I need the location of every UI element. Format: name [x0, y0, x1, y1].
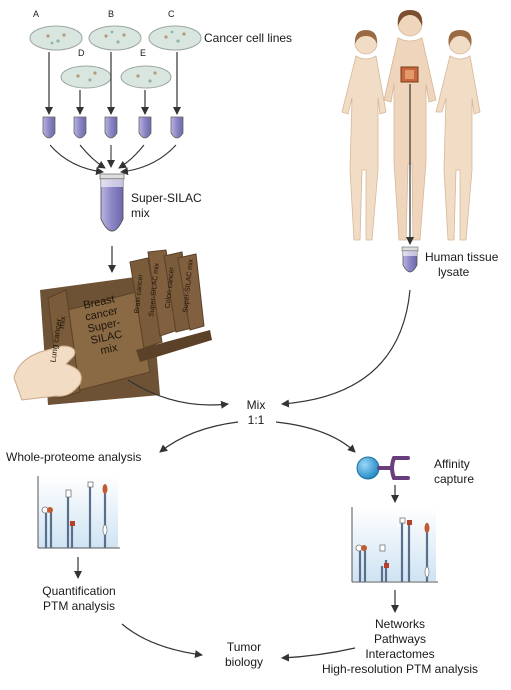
- quantification-label: Quantification: [42, 584, 116, 598]
- tissue-sample-inner: [405, 70, 414, 79]
- mix-arrows: [127, 289, 411, 453]
- affinity-label-line1: Affinity: [434, 457, 470, 471]
- cell-line-label-e: E: [140, 48, 147, 58]
- whole-proteome-spectrum: [37, 476, 120, 549]
- tissue-lysate-label-line1: Human tissue: [425, 250, 499, 264]
- human-figure-right: [435, 31, 481, 241]
- tissue-lysate-tube: [401, 246, 419, 273]
- cell-line-label-b: B: [108, 9, 115, 19]
- petri-dish-d: [60, 65, 112, 89]
- mix-label-line2: 1:1: [247, 413, 265, 427]
- cell-line-label-a: A: [33, 9, 40, 19]
- interactomes-label: Interactomes: [365, 647, 435, 661]
- mix-label-line1: Mix: [246, 398, 266, 412]
- petri-dish-a: [29, 25, 83, 51]
- cell-line-label-d: D: [78, 48, 85, 58]
- super-silac-tube: [99, 173, 125, 232]
- super-silac-label-line1: Super-SILAC: [131, 191, 202, 205]
- affinity-capture-icon: [356, 456, 410, 480]
- tumor-biology-line1: Tumor: [226, 640, 262, 654]
- cancer-cell-lines-label: Cancer cell lines: [204, 31, 293, 45]
- petri-dish-c: [148, 25, 202, 51]
- tumor-biology-line2: biology: [224, 655, 264, 669]
- affinity-label-line2: capture: [434, 472, 475, 486]
- ptm-analysis-label: PTM analysis: [42, 599, 116, 613]
- petri-dish-e: [120, 65, 172, 89]
- hair: [354, 10, 472, 46]
- super-silac-book: [13, 249, 212, 405]
- petri-dish-b: [88, 25, 142, 51]
- tissue-lysate-label-line2: lysate: [438, 265, 470, 279]
- pooling-arrows: [49, 144, 177, 176]
- pathways-label: Pathways: [373, 632, 427, 646]
- high-resolution-ptm-label: High-resolution PTM analysis: [321, 662, 479, 676]
- affinity-spectrum: [351, 507, 438, 583]
- networks-label: Networks: [374, 617, 425, 631]
- tumor-biology-arrows: [121, 623, 356, 662]
- small-tubes: [42, 116, 184, 139]
- hand-illustration: [13, 345, 82, 401]
- dish-to-tube-arrows: [45, 52, 181, 115]
- book-spine-lung-mix: mix: [56, 315, 68, 330]
- whole-proteome-title: Whole-proteome analysis: [6, 450, 142, 464]
- human-figure-left: [341, 31, 387, 241]
- super-silac-label-line2: mix: [131, 206, 150, 220]
- human-figures: [341, 11, 481, 241]
- cell-line-label-c: C: [168, 9, 175, 19]
